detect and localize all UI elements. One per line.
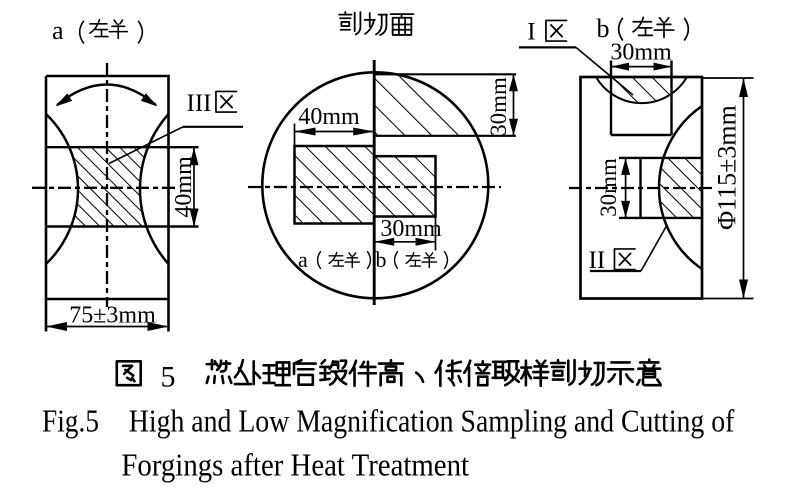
svg-text:b: b [597,14,610,43]
svg-text:75±3mm: 75±3mm [69,303,156,329]
svg-text:I: I [527,19,535,46]
svg-text:Φ115±3mm: Φ115±3mm [713,105,742,230]
svg-text:b: b [376,247,387,272]
svg-text:a: a [52,16,64,45]
svg-text:III: III [187,90,212,117]
svg-text:30mm: 30mm [610,40,672,66]
svg-text:40mm: 40mm [298,104,360,130]
svg-text:Forgings after Heat Treatment: Forgings after Heat Treatment [121,447,469,483]
svg-text:30mm: 30mm [486,77,511,136]
svg-text:II: II [589,247,606,274]
svg-text:High and Low Magnification Sam: High and Low Magnification Sampling and … [129,403,735,439]
svg-text:Fig.5: Fig.5 [42,403,99,439]
svg-text:30mm: 30mm [380,216,442,242]
svg-text:a: a [298,247,308,272]
svg-text:5: 5 [161,361,176,394]
svg-text:40mm: 40mm [171,156,197,218]
